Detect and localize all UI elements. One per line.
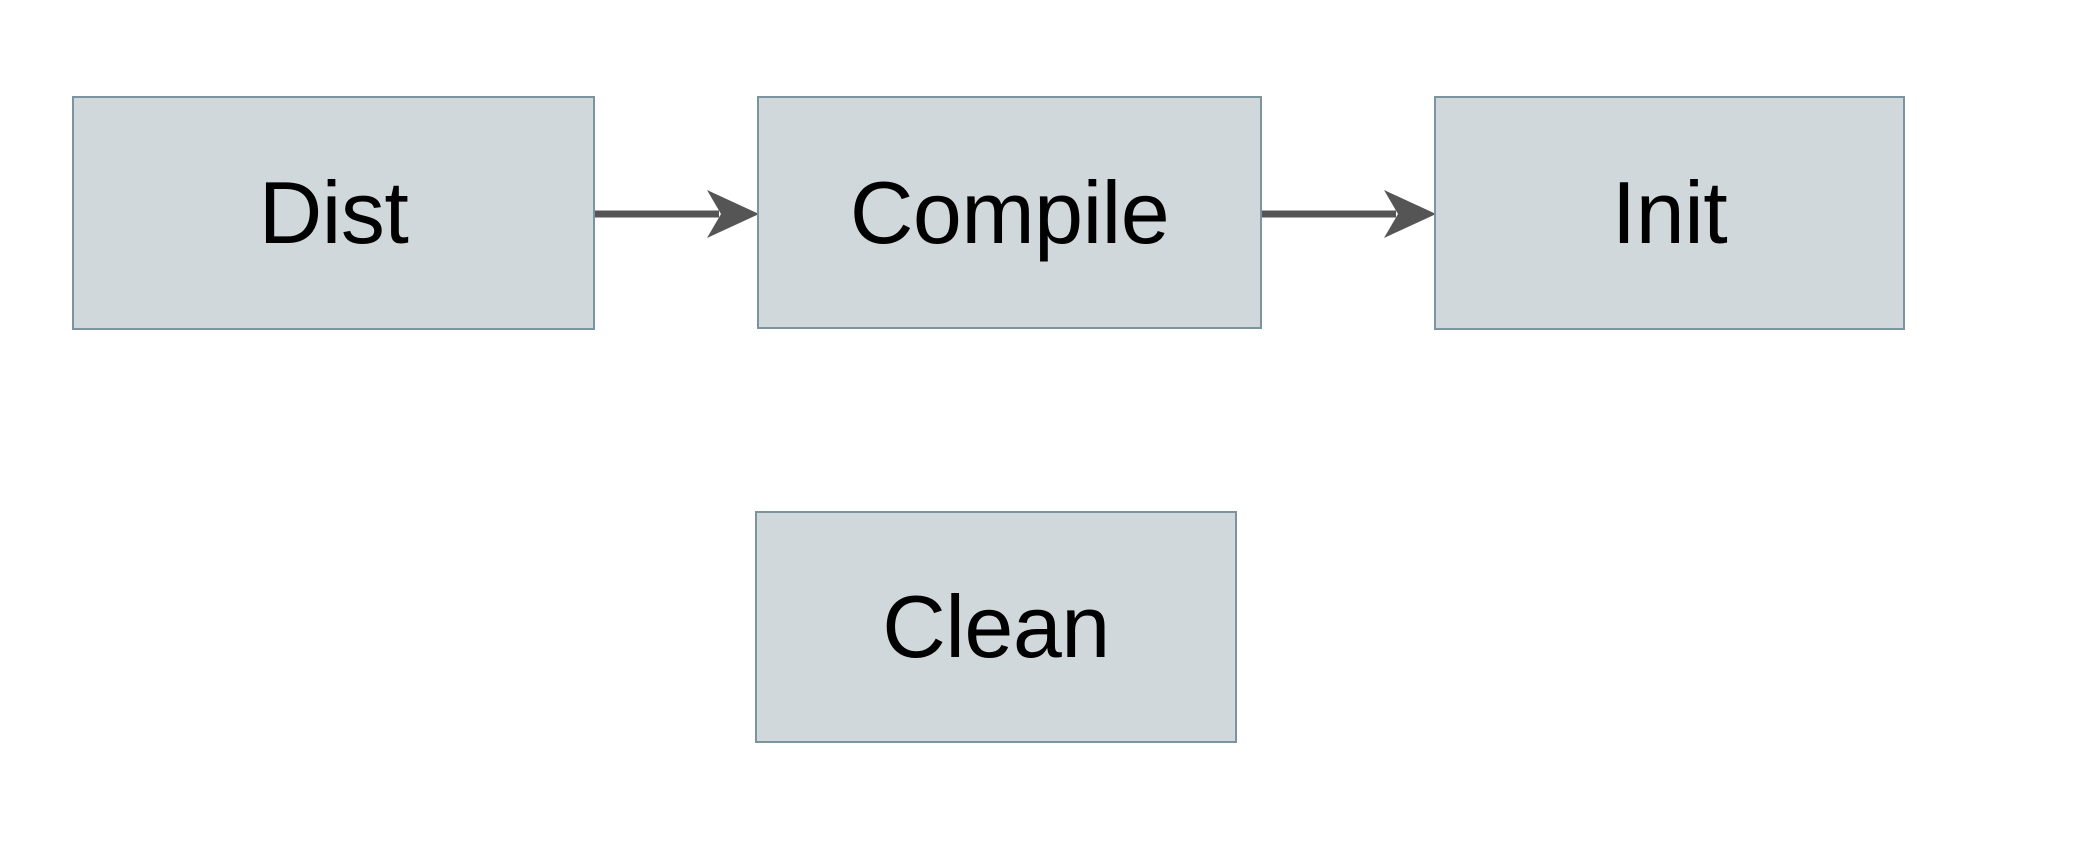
edge-compile-to-init[interactable] [1262,186,1436,242]
arrowhead-icon [707,190,759,238]
node-init[interactable]: Init [1434,96,1905,330]
edge-dist-to-compile[interactable] [595,186,759,242]
node-clean-label: Clean [882,577,1110,676]
node-compile-label: Compile [849,162,1170,262]
node-clean[interactable]: Clean [755,511,1237,743]
node-compile[interactable]: Compile [757,96,1262,329]
arrowhead-icon [1384,190,1436,238]
node-dist[interactable]: Dist [72,96,595,330]
node-dist-label: Dist [258,163,409,262]
node-init-label: Init [1611,163,1728,262]
